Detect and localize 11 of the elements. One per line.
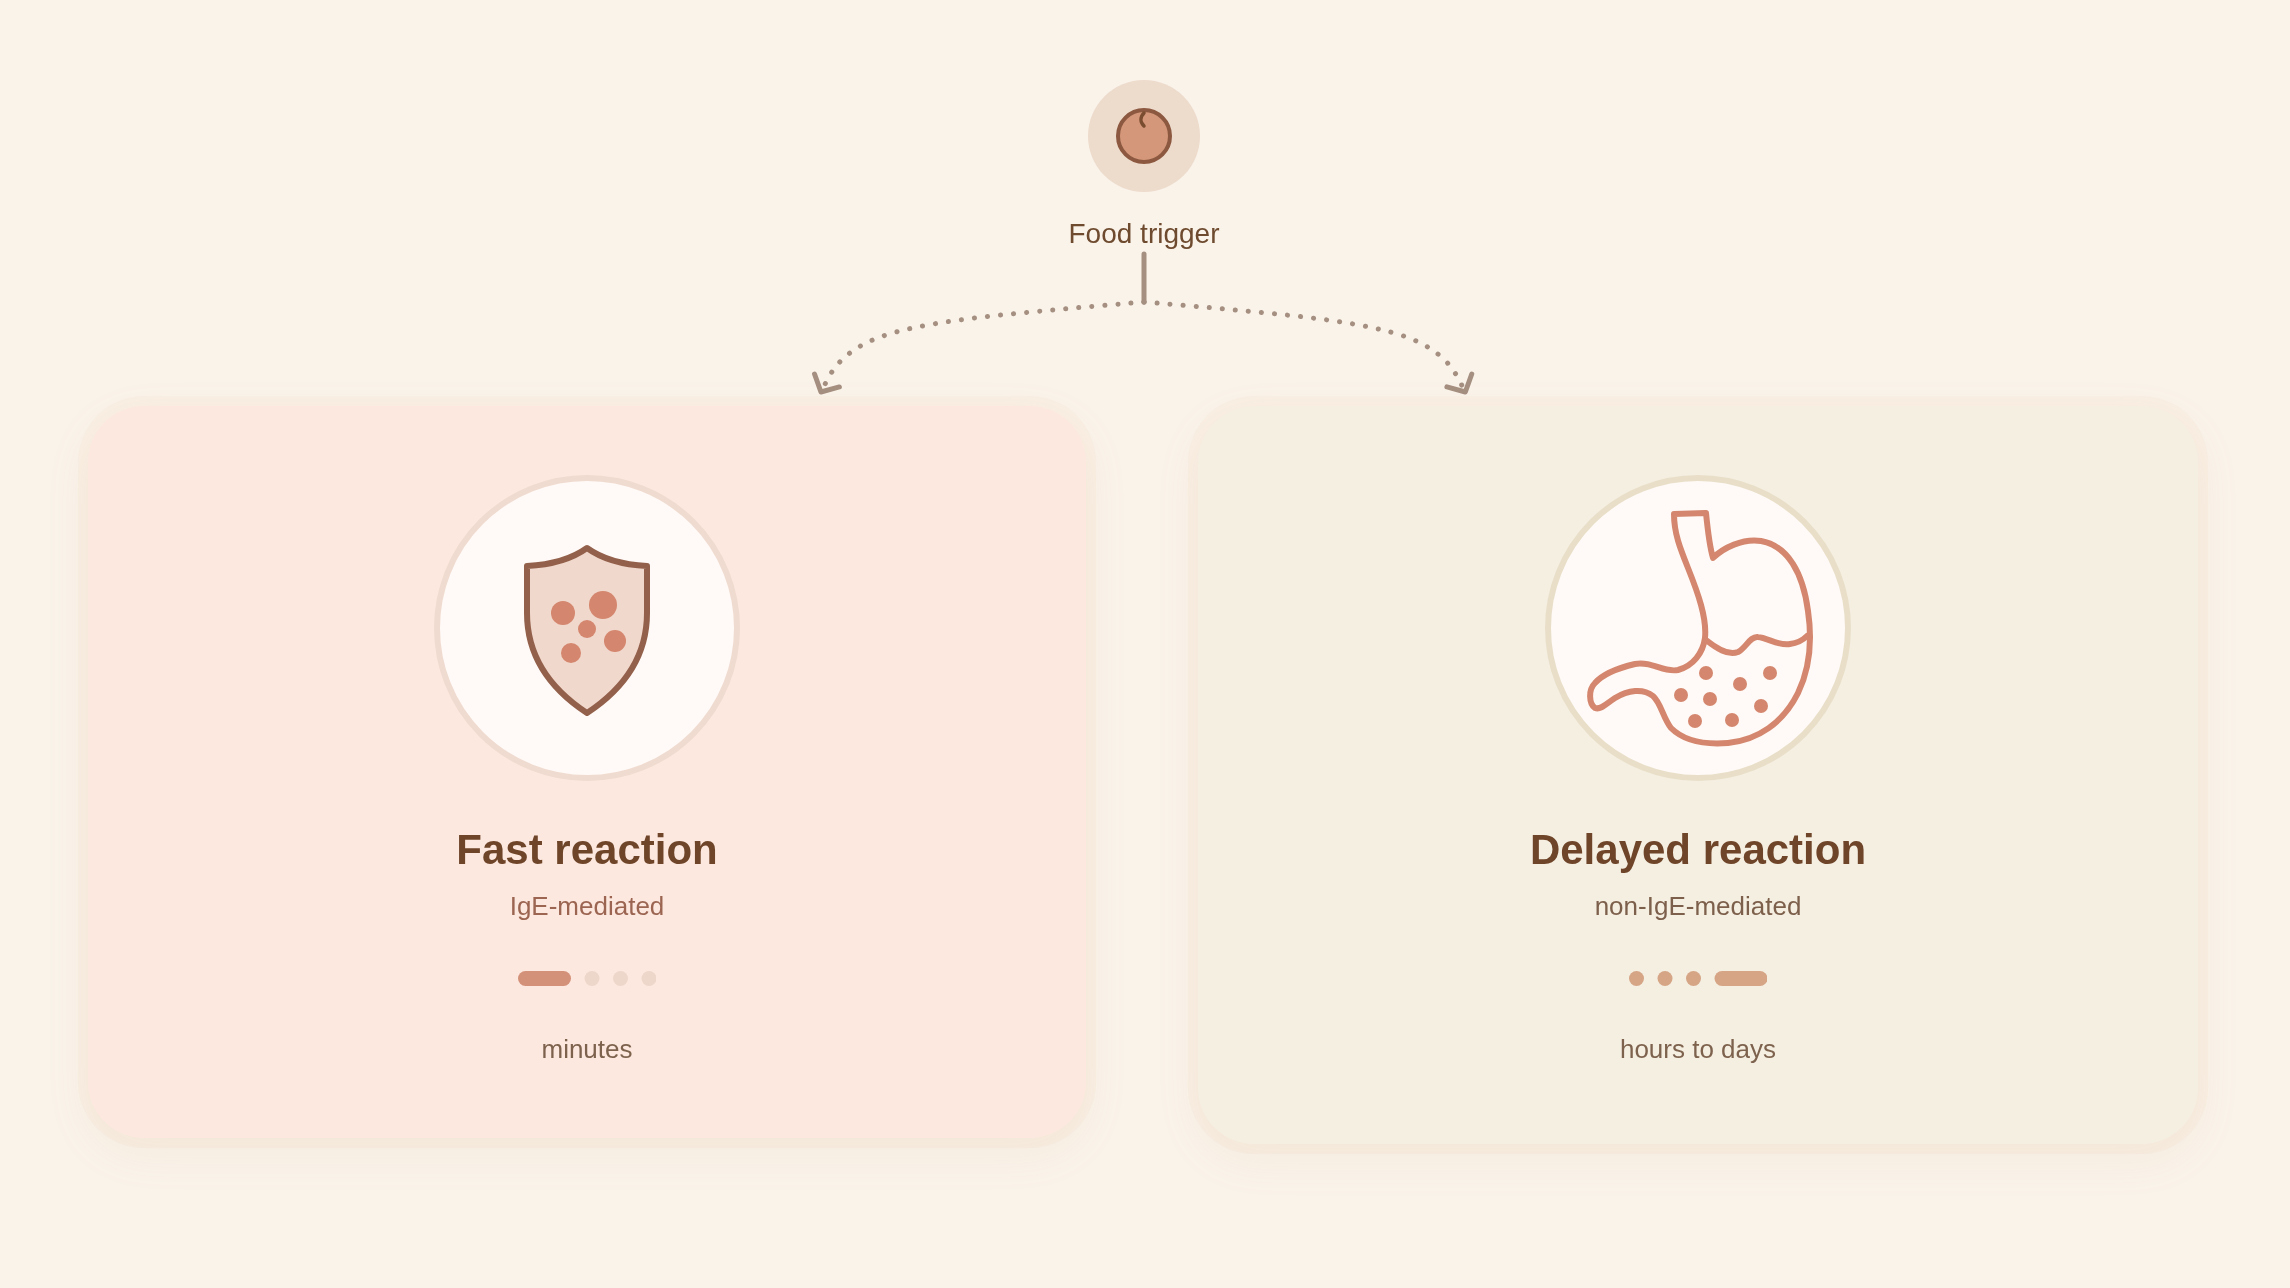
duration-label: minutes [541,1033,633,1065]
dotted-arrow [1141,299,1475,395]
card-title: Fast reaction [456,825,718,875]
card-title: Delayed reaction [1529,825,1867,875]
duration-label: hours to days [1619,1033,1777,1065]
reaction-card [88,406,1086,1138]
card-subtitle: IgE-mediated [509,890,665,922]
node-label: Food trigger [1068,217,1220,251]
reaction-card [1198,406,2198,1144]
card-subtitle: non-IgE-mediated [1594,890,1802,922]
connector-line [1141,251,1147,305]
